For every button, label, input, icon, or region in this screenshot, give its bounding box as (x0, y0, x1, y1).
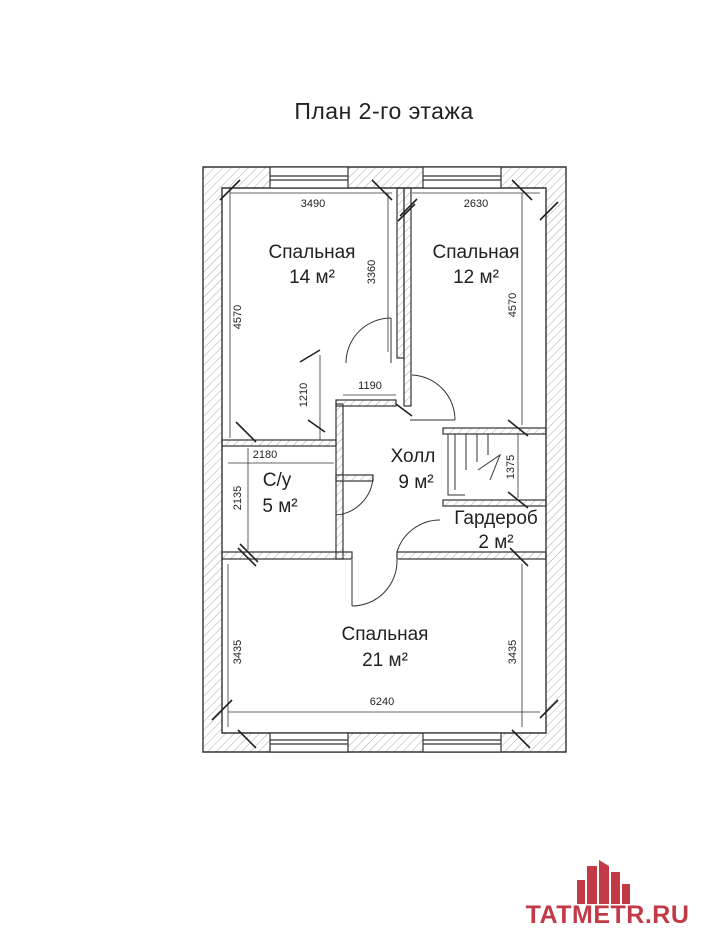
bedroom-1-name: Спальная (269, 242, 356, 263)
dim-stair-height: 1375 (505, 455, 517, 479)
bathroom-area: 5 м² (262, 496, 297, 517)
window-bottom-left (269, 732, 349, 753)
window-top-left (269, 166, 349, 189)
dim-bedroom-3-right: 3435 (507, 640, 519, 664)
staircase (447, 434, 502, 496)
bedroom-3-area: 21 м² (362, 650, 408, 671)
window-bottom-right (422, 732, 502, 753)
bathroom-name: С/у (263, 470, 292, 491)
watermark-text: TATMETR.RU (525, 901, 690, 929)
plan-title: План 2-го этажа (294, 98, 474, 124)
building-icon (577, 860, 630, 904)
bedroom-2-name: Спальная (433, 242, 520, 263)
dimension-ticks (211, 179, 559, 749)
interior-walls (221, 187, 547, 560)
wardrobe-name: Гардероб (454, 508, 538, 529)
bedroom-1-area: 14 м² (289, 267, 335, 288)
dim-bedroom-1-inner: 3360 (366, 260, 378, 284)
dim-corridor-height: 1210 (298, 383, 310, 407)
dim-bedroom-2-height: 4570 (507, 293, 519, 317)
window-top-right (422, 166, 502, 189)
dim-left-height: 4570 (232, 305, 244, 329)
bedroom-3-name: Спальная (342, 624, 429, 645)
dim-bedroom-3-width: 6240 (370, 696, 394, 708)
dim-bedroom-2-width: 2630 (464, 198, 488, 210)
hall-area: 9 м² (398, 472, 433, 493)
watermark-logo: TATMETR.RU (505, 858, 710, 938)
dim-bathroom-width: 2180 (253, 449, 277, 461)
hall-name: Холл (391, 446, 436, 467)
dim-bedroom-1-width: 3490 (301, 198, 325, 210)
dim-bedroom-3-left: 3435 (232, 640, 244, 664)
dim-corridor-width: 1190 (358, 380, 382, 392)
dim-bathroom-height: 2135 (232, 486, 244, 510)
bedroom-2-area: 12 м² (453, 267, 499, 288)
wardrobe-area: 2 м² (478, 532, 513, 553)
door-swings (335, 317, 456, 607)
dimension-lines (227, 188, 540, 727)
